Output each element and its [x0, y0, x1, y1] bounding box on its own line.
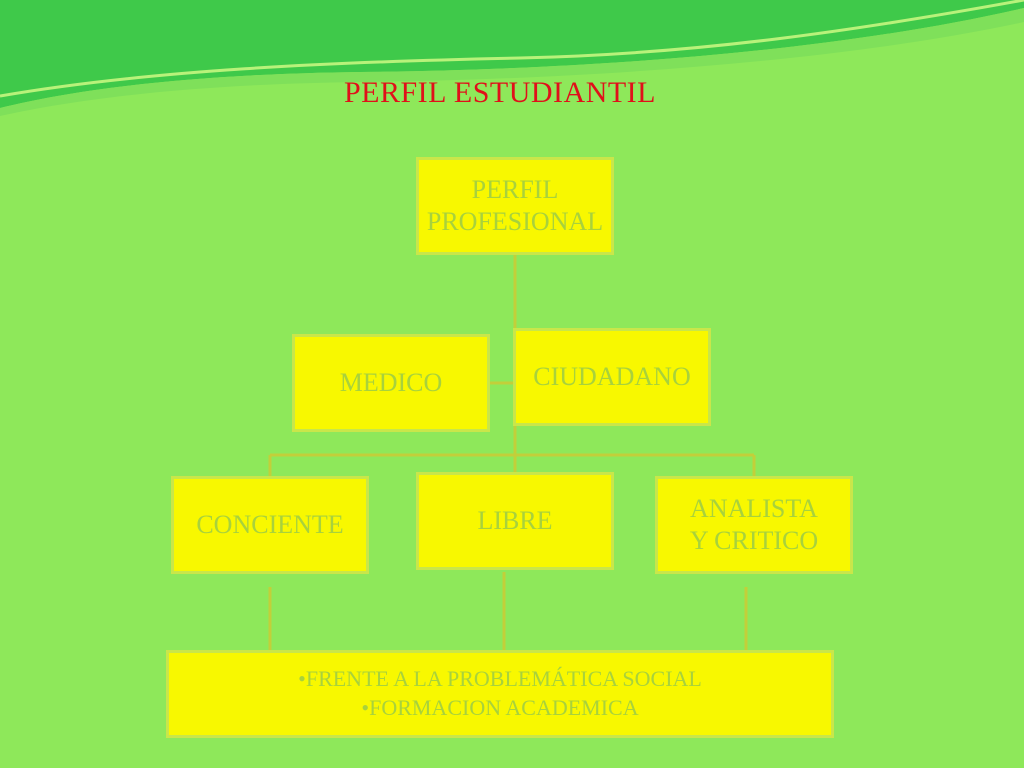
node-consciente: CONCIENTE — [171, 476, 369, 574]
bottom-item: •FRENTE A LA PROBLEMÁTICA SOCIAL — [298, 666, 702, 692]
background-wave — [0, 0, 1024, 116]
node-analista: ANALISTA Y CRITICO — [655, 476, 853, 574]
node-label-line: CIUDADANO — [533, 361, 691, 391]
node-label-line: PROFESIONAL — [426, 207, 604, 236]
node-label-line: LIBRE — [477, 505, 553, 535]
node-label-line: MEDICO — [339, 367, 443, 397]
bottom-item: •FORMACION ACADEMICA — [361, 695, 639, 720]
node-libre: LIBRE — [416, 472, 614, 570]
node-perfil-profesional: PERFIL PROFESIONAL — [416, 157, 614, 255]
node-label-line: Y CRITICO — [689, 526, 819, 555]
page-title: PERFIL ESTUDIANTIL — [343, 76, 657, 109]
node-medico: MEDICO — [292, 334, 490, 432]
node-label-line: ANALISTA — [690, 493, 818, 523]
node-label-line: CONCIENTE — [196, 509, 344, 539]
bottom-summary-box: •FRENTE A LA PROBLEMÁTICA SOCIAL •FORMAC… — [166, 650, 834, 738]
node-label-line: PERFIL — [471, 174, 559, 204]
node-ciudadano: CIUDADANO — [513, 328, 711, 426]
